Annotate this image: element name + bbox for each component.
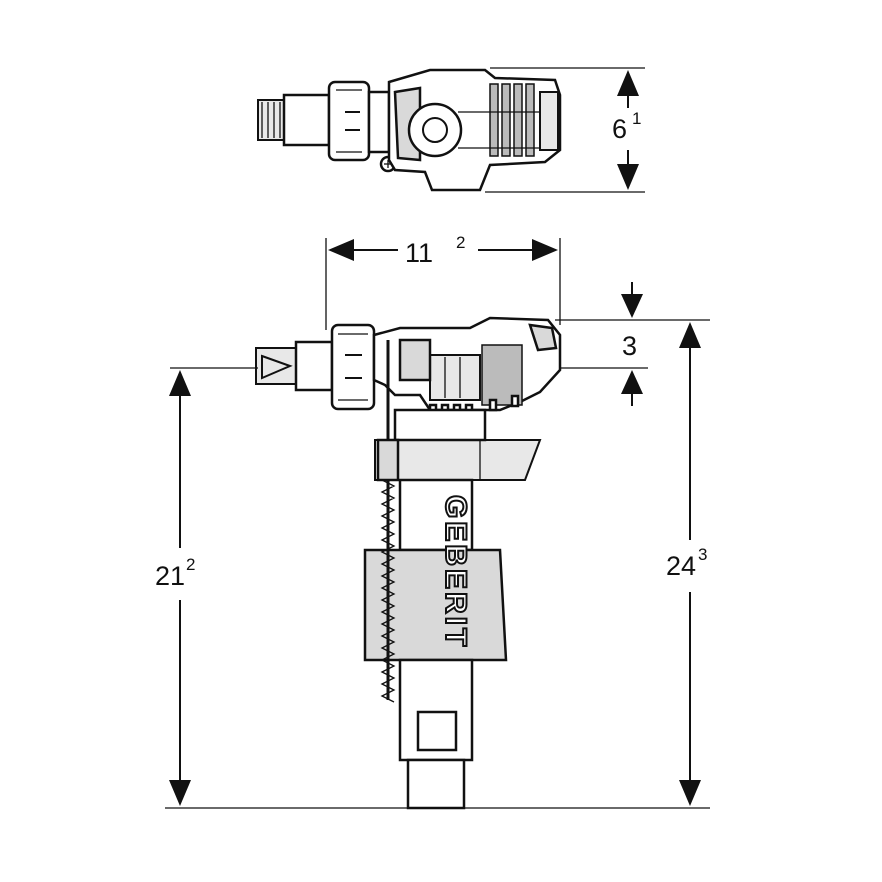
dimension-width: 11 2 bbox=[325, 233, 561, 330]
dim-label-width: 11 bbox=[405, 238, 433, 268]
dimension-total-height: 24 3 bbox=[666, 322, 707, 806]
brand-logo: GEBERIT bbox=[439, 495, 472, 649]
side-inlet-pipe bbox=[294, 340, 334, 392]
top-nut bbox=[327, 80, 371, 162]
top-inlet-pipe bbox=[282, 93, 331, 147]
side-square-window bbox=[416, 710, 458, 752]
top-view bbox=[257, 68, 562, 192]
side-outlet-pipe bbox=[406, 758, 466, 810]
side-column-upper bbox=[398, 478, 474, 552]
dim-sup-width: 2 bbox=[456, 233, 465, 252]
side-spring bbox=[380, 479, 396, 703]
side-float-cup bbox=[363, 548, 508, 662]
side-rod-clip bbox=[376, 438, 400, 482]
dimension-inlet-height: 21 2 bbox=[155, 367, 258, 806]
side-view: GEBERIT bbox=[255, 316, 562, 810]
dim-sup-inlet-height: 2 bbox=[186, 555, 195, 574]
dim-label-top-height: 6 bbox=[612, 114, 627, 144]
dim-label-total-height: 24 bbox=[666, 551, 696, 581]
side-nut bbox=[330, 323, 376, 411]
dim-label-float-offset: 3 bbox=[622, 331, 637, 361]
dim-sup-total-height: 3 bbox=[698, 545, 707, 564]
dimension-top-view-height: 6 1 bbox=[485, 67, 645, 193]
side-upper-body bbox=[374, 439, 542, 481]
top-valve-port bbox=[407, 102, 463, 158]
dim-sup-top-height: 1 bbox=[632, 109, 641, 128]
dimension-float-offset: 3 bbox=[555, 282, 710, 406]
top-ribs bbox=[489, 83, 535, 157]
dim-label-inlet-height: 21 bbox=[155, 561, 185, 591]
